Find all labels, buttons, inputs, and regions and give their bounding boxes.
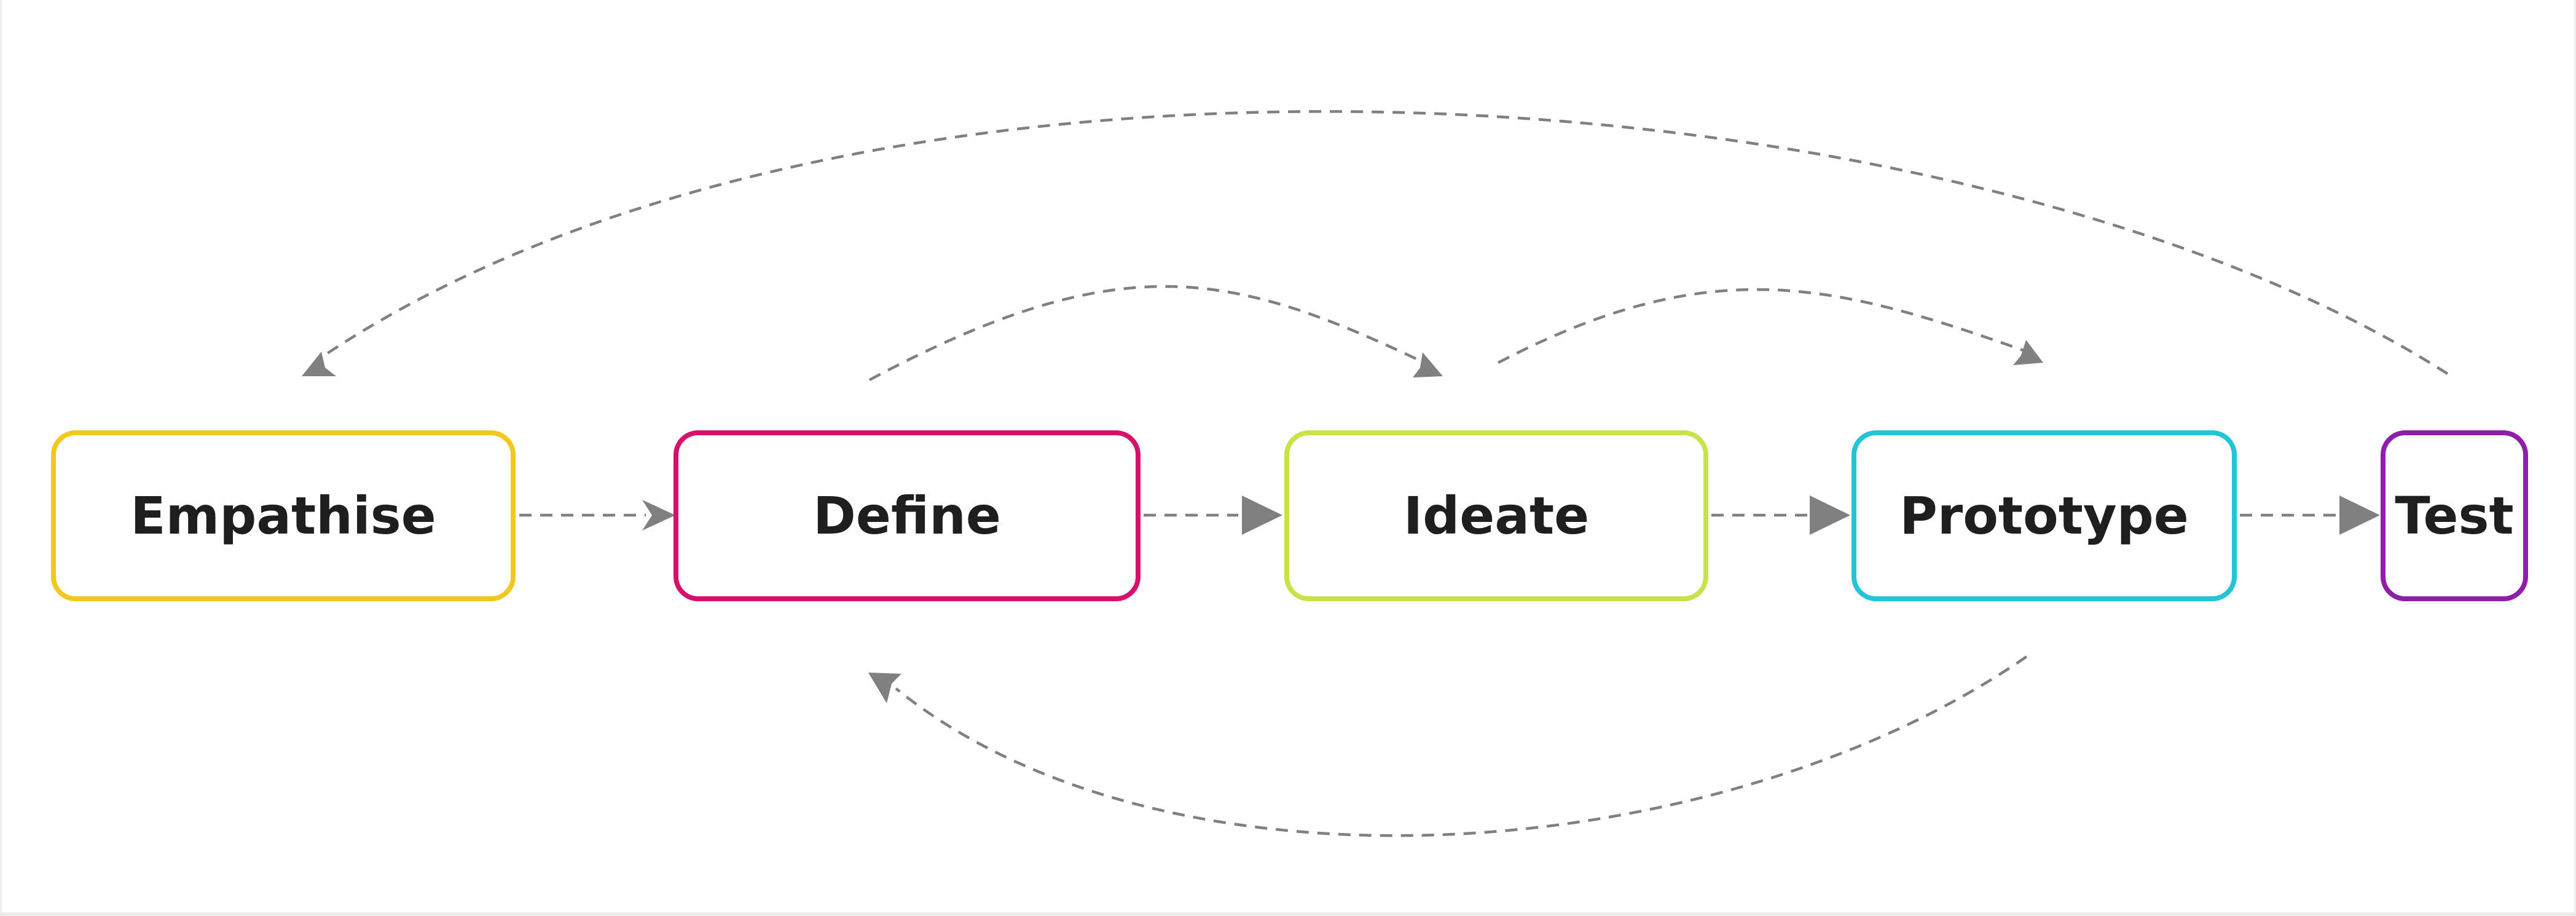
arrowhead-curve-empathise <box>302 352 336 376</box>
stage-empathise[interactable]: Empathise <box>51 430 516 601</box>
stage-test[interactable]: Test <box>2381 430 2528 601</box>
arrowhead-ideate <box>1242 496 1282 535</box>
stage-prototype[interactable]: Prototype <box>1852 430 2237 601</box>
stage-label-prototype: Prototype <box>1899 486 2189 546</box>
arrowhead-curve-prototype <box>2013 340 2043 365</box>
curve-define-to-ideate <box>868 285 1425 381</box>
arrowhead-prototype <box>1810 496 1850 535</box>
stage-ideate[interactable]: Ideate <box>1284 430 1708 601</box>
stage-label-empathise: Empathise <box>130 486 436 546</box>
curve-prototype-to-define <box>895 655 2028 837</box>
arrowhead-define <box>642 500 675 531</box>
stage-label-test: Test <box>2395 486 2514 546</box>
stage-label-define: Define <box>813 486 1001 546</box>
curve-ideate-to-prototype <box>1497 288 2024 364</box>
arrowhead-test <box>2339 496 2380 535</box>
stage-define[interactable]: Define <box>673 430 1141 601</box>
stage-label-ideate: Ideate <box>1403 486 1590 546</box>
curve-test-to-empathise <box>314 110 2449 375</box>
arrowhead-curve-define <box>868 673 901 703</box>
arrowhead-curve-ideate <box>1413 352 1443 377</box>
